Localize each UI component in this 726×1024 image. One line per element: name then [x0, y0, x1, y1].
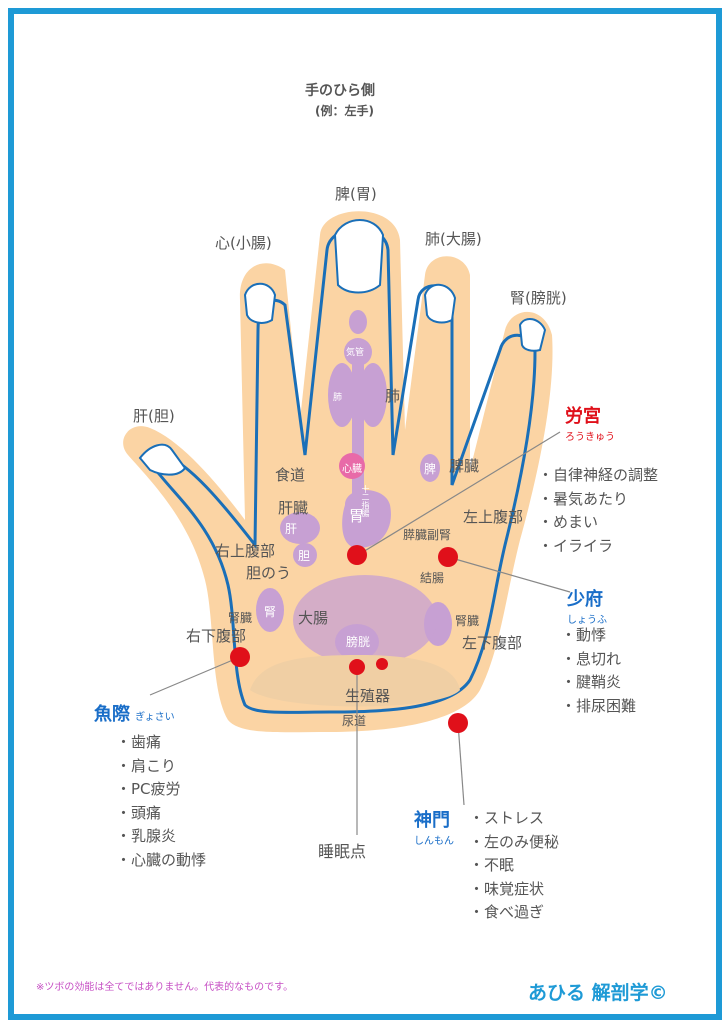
middle-finger-label: 脾(胃)	[335, 185, 377, 203]
urethra-label: 尿道	[342, 714, 367, 728]
kidney-right-label: 腎臓	[228, 611, 253, 625]
page-title: 手のひら側	[305, 83, 375, 99]
kidney-left-label: 腎臓	[455, 614, 480, 628]
acupoint-dots	[230, 545, 468, 733]
gyosai-reading: ぎょさい	[135, 712, 175, 723]
spleen-label: 脾臓	[449, 457, 480, 475]
right-lower-abdomen-label: 右下腹部	[186, 627, 247, 645]
roukyu-reading: ろうきゅう	[565, 432, 615, 443]
index-finger-label: 心(小腸)	[215, 234, 272, 252]
list-item: 肩こり	[116, 755, 206, 779]
gallbladder-small-label: 胆	[298, 549, 311, 563]
shinmon-point: 神門 しんもん	[414, 806, 454, 847]
heart-label: 心臓	[342, 464, 362, 475]
large-intestine-label: 大腸	[298, 609, 329, 627]
lung-label: 肺	[385, 387, 401, 405]
gallbladder-label: 胆のう	[246, 564, 292, 582]
list-item: 味覚症状	[469, 878, 559, 902]
list-item: ストレス	[469, 807, 559, 831]
list-item: めまい	[538, 511, 658, 535]
list-item: PC疲労	[116, 778, 206, 802]
duodenum-label: 十二指腸	[361, 485, 370, 517]
shinmon-reading: しんもん	[414, 836, 454, 847]
trachea-label: 気管	[346, 348, 365, 358]
pancreas-label: 膵臓副腎	[403, 528, 452, 542]
list-item: 暑気あたり	[538, 488, 658, 512]
left-lower-abdomen-label: 左下腹部	[462, 634, 523, 652]
kidney-small-label: 腎	[264, 605, 277, 619]
roukyu-name: 労宮	[565, 406, 601, 427]
brand-logo: あひる 解剖学©	[528, 982, 668, 1004]
bladder-label: 膀胱	[346, 635, 371, 649]
list-item: 左のみ便秘	[469, 831, 559, 855]
stomach-label: 胃	[349, 507, 365, 525]
pelvis	[250, 655, 460, 707]
leader-lines	[149, 431, 571, 835]
colon-label: 結腸	[420, 571, 445, 585]
page-frame	[8, 8, 722, 1020]
left-upper-abdomen-label: 左上腹部	[463, 508, 524, 526]
hand-outline	[151, 226, 537, 714]
gyosai-name: 魚際	[94, 704, 130, 725]
roukyu-effects: 自律神経の調整 暑気あたり めまい イライラ	[538, 464, 658, 558]
genitals-label: 生殖器	[345, 687, 391, 705]
list-item: 動悸	[561, 624, 636, 648]
list-item: 自律神経の調整	[538, 464, 658, 488]
list-item: 心臓の動悸	[116, 849, 206, 873]
list-item: 不眠	[469, 854, 559, 878]
list-item: 乳腺炎	[116, 825, 206, 849]
ring-finger-label: 肺(大腸)	[425, 230, 482, 248]
shofu-effects: 動悸 息切れ 腱鞘炎 排尿困難	[561, 624, 636, 718]
heart-shape	[339, 453, 365, 479]
page-subtitle: (例：左手)	[315, 104, 374, 118]
footnote: ※ツボの効能は全てではありません。代表的なものです。	[36, 982, 294, 993]
list-item: 頭痛	[116, 802, 206, 826]
list-item: 排尿困難	[561, 695, 636, 719]
thumb-label: 肝(胆)	[133, 407, 175, 425]
list-item: イライラ	[538, 535, 658, 559]
shofu-name: 少府	[567, 589, 603, 610]
shinmon-effects: ストレス 左のみ便秘 不眠 味覚症状 食べ過ぎ	[469, 807, 559, 925]
esophagus-label: 食道	[275, 466, 306, 484]
little-finger-label: 腎(膀胱)	[510, 289, 567, 307]
lung-small-label: 肺	[333, 393, 343, 403]
finger-skeletons	[138, 219, 547, 476]
list-item: 歯痛	[116, 731, 206, 755]
liver-small-label: 肝	[285, 522, 298, 536]
list-item: 腱鞘炎	[561, 671, 636, 695]
sleep-point-label: 睡眠点	[318, 842, 367, 861]
liver-label: 肝臓	[278, 499, 309, 517]
gyosai-effects: 歯痛 肩こり PC疲労 頭痛 乳腺炎 心臓の動悸	[116, 731, 206, 872]
gyosai-point: 魚際 ぎょさい	[94, 700, 175, 726]
right-upper-abdomen-label: 右上腹部	[215, 542, 276, 560]
shofu-reading: しょうふ	[567, 615, 607, 626]
shinmon-name: 神門	[414, 810, 450, 831]
list-item: 食べ過ぎ	[469, 901, 559, 925]
list-item: 息切れ	[561, 648, 636, 672]
shofu-point: 少府 しょうふ	[567, 585, 607, 626]
spleen-small-label: 脾	[424, 462, 437, 476]
roukyu-point: 労宮 ろうきゅう	[565, 402, 615, 443]
